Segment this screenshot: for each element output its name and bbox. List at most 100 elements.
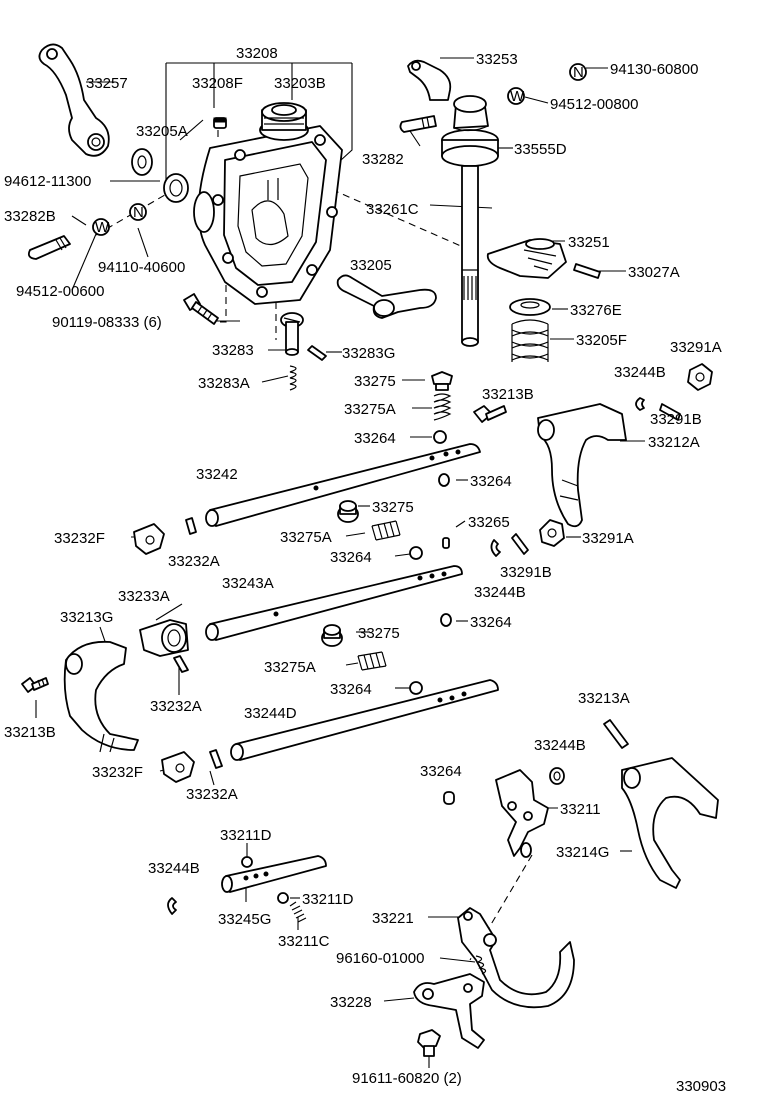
part-33242-rod: [205, 443, 481, 527]
label-96160-01000: 96160-01000: [336, 950, 424, 967]
label-33257: 33257: [86, 75, 128, 92]
label-33261c: 33261C: [366, 201, 419, 218]
part-33283a-spring: [289, 365, 297, 391]
part-33264-ball-6: [443, 791, 455, 805]
part-33233a-block: [139, 619, 189, 657]
part-33232f-clip-2: [161, 751, 195, 783]
marker-n-94130: N: [569, 63, 587, 81]
label-33228: 33228: [330, 994, 372, 1011]
label-94512-00800: 94512-00800: [550, 96, 638, 113]
part-94612-washer: [131, 148, 153, 176]
part-33027a-pin: [573, 263, 601, 279]
part-33208-housing: [193, 125, 343, 305]
part-33232a-pin-2: [173, 655, 189, 673]
part-33244b-clip-4: [167, 897, 177, 915]
label-33244b-4: 33244B: [148, 860, 200, 877]
label-33211d-1: 33211D: [220, 827, 272, 844]
label-33291a-2: 33291A: [582, 530, 634, 547]
part-90119-bolt: [183, 293, 219, 325]
svg-text:W: W: [510, 88, 525, 105]
label-33245g: 33245G: [218, 911, 271, 928]
part-33265-pin: [442, 537, 450, 549]
part-33275a-spring-3: [357, 651, 387, 671]
label-33282b: 33282B: [4, 208, 56, 225]
label-33282: 33282: [362, 151, 404, 168]
part-33205-lever: [336, 274, 437, 319]
label-33244d: 33244D: [244, 705, 297, 722]
label-33205: 33205: [350, 257, 392, 274]
part-33555d-boot: [441, 95, 499, 167]
part-33291a-nut-2: [539, 519, 565, 547]
part-33244b-clip-1: [635, 397, 645, 411]
part-33264-ball-4: [440, 613, 452, 627]
part-33213b-bolt-2: [21, 677, 49, 693]
svg-text:W: W: [95, 219, 110, 236]
label-33214g: 33214G: [556, 844, 609, 861]
part-33291a-nut-1: [687, 363, 713, 391]
label-33027a: 33027A: [628, 264, 680, 281]
label-94130-60800: 94130-60800: [610, 61, 698, 78]
label-33283a: 33283A: [198, 375, 250, 392]
part-33244b-clip-3: [549, 767, 565, 785]
part-33232a-pin-3: [209, 749, 223, 769]
label-33244b-3: 33244B: [534, 737, 586, 754]
part-33264-ball-1: [433, 430, 447, 444]
part-33211c-spring: [289, 901, 307, 923]
part-33243a-rod: [205, 565, 463, 641]
label-33203b: 33203B: [274, 75, 326, 92]
label-33211: 33211: [560, 801, 601, 818]
label-33283: 33283: [212, 342, 254, 359]
label-33275a-3: 33275A: [264, 659, 316, 676]
part-33211d-ball-2: [277, 892, 289, 904]
part-33264-ball-5: [409, 681, 423, 695]
marker-w-94512-00800: W: [507, 87, 525, 105]
marker-w-94512-00600: W: [92, 218, 110, 236]
diagram-id: 330903: [676, 1078, 726, 1095]
part-33261c-shaft: [461, 165, 479, 347]
part-33213a-pin: [603, 719, 629, 749]
label-33242: 33242: [196, 466, 238, 483]
part-33275a-spring-2: [371, 520, 401, 541]
label-33264-1: 33264: [354, 430, 396, 447]
label-33213b-2: 33213B: [4, 724, 56, 741]
part-33205a-seal: [163, 173, 189, 203]
part-33208f-plug: [213, 117, 227, 129]
part-33251-selector: [486, 238, 567, 279]
marker-n-94110: N: [129, 203, 147, 221]
part-33213g-fork: [63, 640, 139, 753]
part-33275-plug-1: [431, 371, 453, 391]
label-33264-6: 33264: [420, 763, 462, 780]
label-33251: 33251: [568, 234, 610, 251]
part-33283g-pin: [307, 345, 327, 361]
part-33245g-shaft: [221, 855, 327, 893]
part-91611-bolt: [417, 1029, 441, 1057]
label-33275-2: 33275: [372, 499, 414, 516]
part-33205f-spring: [511, 319, 549, 362]
label-33232a-2: 33232A: [150, 698, 202, 715]
part-33203b-seal: [259, 102, 309, 141]
label-33233a: 33233A: [118, 588, 170, 605]
label-33205a: 33205A: [136, 123, 188, 140]
part-33244b-clip-2: [490, 539, 501, 557]
part-33276e-washer: [509, 298, 551, 316]
part-33275-plug-3: [321, 624, 343, 647]
label-33213a: 33213A: [578, 690, 630, 707]
label-33221: 33221: [372, 910, 414, 927]
part-33228-link: [413, 973, 485, 1049]
label-33291b-1: 33291B: [650, 411, 702, 428]
label-33244b-2: 33244B: [474, 584, 526, 601]
label-33275a-1: 33275A: [344, 401, 396, 418]
label-90119-08333: 90119-08333 (6): [52, 314, 162, 331]
part-33214g-fork: [621, 757, 719, 889]
label-33265: 33265: [468, 514, 510, 531]
label-33232f-2: 33232F: [92, 764, 143, 781]
part-33291b-pin-1: [659, 403, 681, 421]
part-33221-fork: [457, 907, 575, 1009]
label-33291b-2: 33291B: [500, 564, 552, 581]
part-labels: 33208 33257 33208F 33203B 33205A 94612-1…: [4, 45, 726, 1095]
label-33208f: 33208F: [192, 75, 243, 92]
part-33282-pin: [399, 115, 437, 133]
label-33232a-1: 33232A: [168, 553, 220, 570]
label-33283g: 33283G: [342, 345, 395, 362]
